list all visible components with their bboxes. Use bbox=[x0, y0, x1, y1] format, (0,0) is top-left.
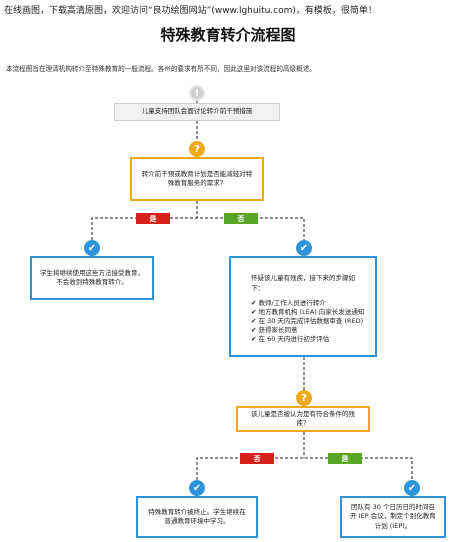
process-steps-box: 怀疑该儿童有残疾，接下来的步骤如下： ✔ 教师/工作人员进行转介 ✔ 地方教育机… bbox=[229, 256, 377, 357]
process-step: ✔ 在 30 天内完成评估数据审查 (RED) bbox=[251, 317, 364, 325]
decision-2-text: 该儿童是否被认为是有符合条件的残疾？ bbox=[251, 409, 355, 428]
check-icon: ✔ bbox=[189, 480, 205, 496]
process-step: ✔ 教师/工作人员进行转介 bbox=[251, 299, 326, 307]
start-box-text: 儿童支持团队会面讨论转介前干预措施 bbox=[141, 107, 253, 116]
decision-box-2: 该儿童是否被认为是有符合条件的残疾？ bbox=[236, 406, 370, 432]
check-icon: ✔ bbox=[404, 480, 420, 496]
question-icon: ? bbox=[189, 141, 205, 157]
yes-result-box-1: 学生将继续使用这些方法接受教育，不会收到特殊教育转介。 bbox=[30, 256, 154, 300]
start-box: 儿童支持团队会面讨论转介前干预措施 bbox=[114, 103, 280, 121]
no-label-2: 否 bbox=[240, 453, 274, 464]
yes-result-1-text: 学生将继续使用这些方法接受教育，不会收到特殊教育转介。 bbox=[40, 268, 144, 287]
process-step: ✔ 在 60 天内进行初步评估 bbox=[251, 335, 330, 343]
decision-box-1: 转介前干预或教育计划是否能减轻对特殊教育服务的需求？ bbox=[130, 157, 264, 201]
top-note: 在线画图，下载高清原图，欢迎访问“良功绘图网站”(www.lghuitu.com… bbox=[4, 6, 377, 16]
yes-label-1: 是 bbox=[136, 213, 170, 224]
connector-branch1 bbox=[91, 217, 305, 240]
check-icon: ✔ bbox=[296, 240, 312, 256]
yes-result-2-text: 团队有 30 个日历日的时间召开 IEP 会议，制定个别化教育计划 (IEP)。 bbox=[350, 502, 436, 530]
process-steps-intro: 怀疑该儿童有残疾，接下来的步骤如下： bbox=[251, 274, 355, 292]
question-icon: ? bbox=[296, 390, 312, 406]
process-steps-list: ✔ 教师/工作人员进行转介 ✔ 地方教育机构 (LEA) 向家长发送通知 ✔ 在… bbox=[251, 299, 367, 344]
process-step: ✔ 获得家长同意 bbox=[251, 326, 298, 334]
no-label-1: 否 bbox=[224, 213, 258, 224]
connector-branch2 bbox=[196, 457, 413, 480]
page-title: 特殊教育转介流程图 bbox=[160, 26, 296, 44]
intro-text: 本流程图旨在理清机构转介至特殊教育的一般流程。各州的要求有所不同，因此这里对该流… bbox=[6, 65, 316, 73]
yes-result-box-2: 团队有 30 个日历日的时间召开 IEP 会议，制定个别化教育计划 (IEP)。 bbox=[340, 496, 446, 538]
no-result-2-text: 特殊教育转介被终止。学生继续在普通教育环境中学习。 bbox=[148, 507, 246, 526]
exclamation-icon: ! bbox=[189, 85, 205, 101]
no-result-box-2: 特殊教育转介被终止。学生继续在普通教育环境中学习。 bbox=[136, 496, 258, 538]
decision-1-text: 转介前干预或教育计划是否能减轻对特殊教育服务的需求？ bbox=[141, 169, 253, 188]
check-icon: ✔ bbox=[84, 240, 100, 256]
process-step: ✔ 地方教育机构 (LEA) 向家长发送通知 bbox=[251, 308, 365, 316]
yes-label-2: 是 bbox=[328, 453, 362, 464]
